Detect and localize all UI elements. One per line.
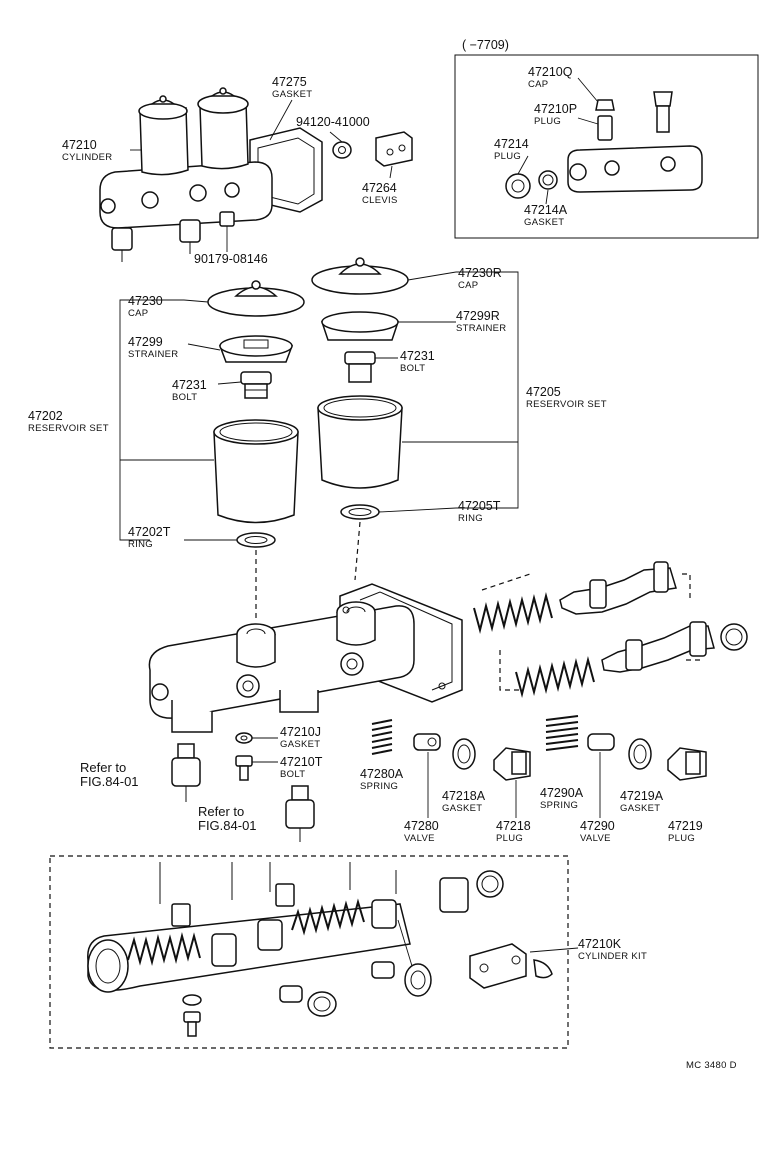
part-47205-number: 47205 bbox=[526, 385, 561, 399]
early-model-box bbox=[454, 54, 759, 239]
reservoir-set-left bbox=[119, 280, 305, 620]
early-model-parts bbox=[505, 77, 703, 205]
part-47214-number: 47214 bbox=[494, 137, 529, 151]
cylinder-kit-parts bbox=[87, 862, 579, 1037]
part-47219A-number: 47219A bbox=[620, 789, 664, 803]
part-47218-name: PLUG bbox=[496, 833, 523, 844]
part-47218-number: 47218 bbox=[496, 819, 531, 833]
part-47218A-number: 47218A bbox=[442, 789, 486, 803]
part-47210T-number: 47210T bbox=[280, 755, 323, 769]
part-47210Q-number: 47210Q bbox=[528, 65, 573, 79]
part-47214-name: PLUG bbox=[494, 151, 521, 162]
part-47202-name: RESERVOIR SET bbox=[28, 423, 109, 434]
part-47299R-name: STRAINER bbox=[456, 323, 506, 334]
part-47275-number: 47275 bbox=[272, 75, 307, 89]
part-47202-number: 47202 bbox=[28, 409, 63, 423]
drawing-code: MC 3480 D bbox=[686, 1060, 737, 1071]
part-47202T-number: 47202T bbox=[128, 525, 171, 539]
part-47205T-number: 47205T bbox=[458, 499, 501, 513]
part-47290-number: 47290 bbox=[580, 819, 615, 833]
refer-to-fig-2: FIG.84-01 bbox=[198, 818, 257, 833]
part-47218A-name: GASKET bbox=[442, 803, 482, 814]
part-47230R-number: 47230R bbox=[458, 266, 502, 280]
part-47210-number: 47210 bbox=[62, 138, 97, 152]
part-47205-name: RESERVOIR SET bbox=[526, 399, 607, 410]
part-47210P-name: PLUG bbox=[534, 116, 561, 127]
part-47210J-name: GASKET bbox=[280, 739, 320, 750]
part-47219A-name: GASKET bbox=[620, 803, 660, 814]
part-47210K-number: 47210K bbox=[578, 937, 622, 951]
master-cylinder-assembly-top bbox=[99, 87, 413, 262]
part-47202T-name: RING bbox=[128, 539, 153, 550]
part-47210K-name: CYLINDER KIT bbox=[578, 951, 647, 962]
part-47230-number: 47230 bbox=[128, 294, 163, 308]
part-47290A-number: 47290A bbox=[540, 786, 584, 800]
part-47264-name: CLEVIS bbox=[362, 195, 398, 206]
part-47210-name: CYLINDER bbox=[62, 152, 112, 163]
part-47210Q-name: CAP bbox=[528, 79, 548, 90]
part-47231a-number: 47231 bbox=[172, 378, 207, 392]
part-47280A-number: 47280A bbox=[360, 767, 404, 781]
small-parts-row bbox=[171, 715, 707, 842]
part-47214A-name: GASKET bbox=[524, 217, 564, 228]
refer-to-fig-1: FIG.84-01 bbox=[80, 774, 139, 789]
part-47290A-name: SPRING bbox=[540, 800, 578, 811]
part-47214A-number: 47214A bbox=[524, 203, 568, 217]
part-47280-name: VALVE bbox=[404, 833, 435, 844]
part-47231b-name: BOLT bbox=[400, 363, 425, 374]
part-47275-name: GASKET bbox=[272, 89, 312, 100]
refer-to-label-1: Refer to bbox=[80, 760, 126, 775]
refer-to-label-2: Refer to bbox=[198, 804, 244, 819]
part-94120-number: 94120-41000 bbox=[296, 115, 370, 129]
part-47264-number: 47264 bbox=[362, 181, 397, 195]
part-47219-number: 47219 bbox=[668, 819, 703, 833]
part-47280A-name: SPRING bbox=[360, 781, 398, 792]
master-cylinder-body bbox=[148, 583, 463, 733]
part-90179-number: 90179-08146 bbox=[194, 252, 268, 266]
part-47299-name: STRAINER bbox=[128, 349, 178, 360]
piston-assemblies bbox=[473, 561, 748, 698]
part-47230-name: CAP bbox=[128, 308, 148, 319]
part-47290-name: VALVE bbox=[580, 833, 611, 844]
part-47205T-name: RING bbox=[458, 513, 483, 524]
part-47299-number: 47299 bbox=[128, 335, 163, 349]
date-range-label: ( −7709) bbox=[462, 38, 509, 52]
part-47231b-number: 47231 bbox=[400, 349, 435, 363]
part-47299R-number: 47299R bbox=[456, 309, 500, 323]
part-47231a-name: BOLT bbox=[172, 392, 197, 403]
part-47210T-name: BOLT bbox=[280, 769, 305, 780]
part-47210P-number: 47210P bbox=[534, 102, 577, 116]
part-47219-name: PLUG bbox=[668, 833, 695, 844]
cylinder-kit-box bbox=[49, 855, 569, 1049]
reservoir-set-right bbox=[311, 257, 519, 581]
part-47280-number: 47280 bbox=[404, 819, 439, 833]
part-47230R-name: CAP bbox=[458, 280, 478, 291]
part-47210J-number: 47210J bbox=[280, 725, 321, 739]
